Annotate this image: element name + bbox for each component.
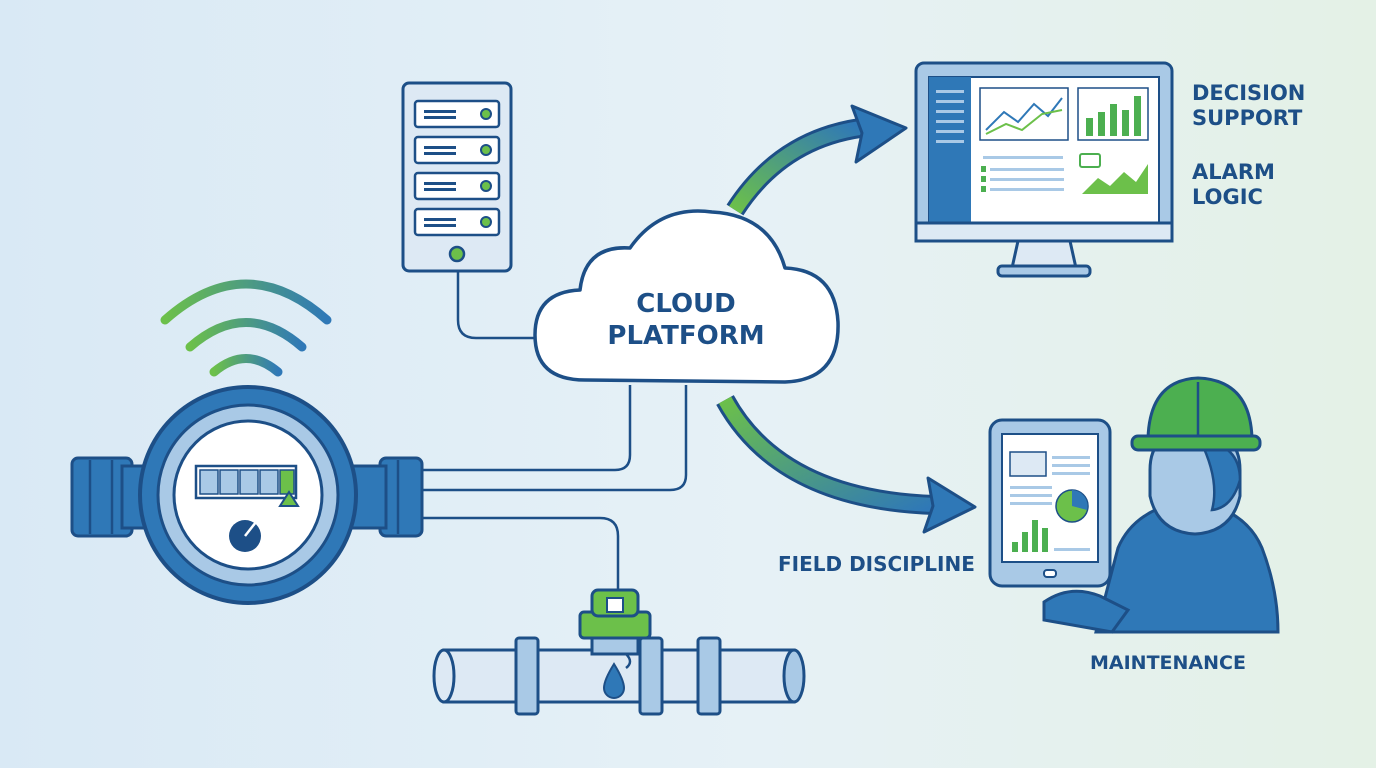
technician-icon <box>1042 376 1280 634</box>
water-meter-icon <box>70 385 424 605</box>
server-rack-icon <box>401 81 513 273</box>
alarm-logic-label-line1: ALARM <box>1192 160 1275 184</box>
wireless-signal-icon <box>160 279 332 377</box>
water-drop-icon <box>602 662 626 699</box>
decision-support-label-line1: DECISION <box>1192 81 1305 105</box>
maintenance-label: MAINTENANCE <box>1090 652 1246 674</box>
connector-lines <box>420 272 688 590</box>
pipe-sensor-icon <box>432 588 806 716</box>
dashboard-monitor-icon <box>914 61 1174 278</box>
arrow-to-field-discipline <box>716 395 977 534</box>
decision-support-label-line2: SUPPORT <box>1192 106 1303 130</box>
cloud-label-line1: CLOUD <box>636 289 736 319</box>
cloud-platform: CLOUD PLATFORM <box>533 209 840 384</box>
alarm-logic-label-line2: LOGIC <box>1192 185 1263 209</box>
cloud-label-line2: PLATFORM <box>607 321 764 351</box>
tablet-icon <box>988 418 1112 588</box>
field-discipline-label: FIELD DISCIPLINE <box>778 552 975 576</box>
arrow-to-decision-support <box>726 104 908 216</box>
